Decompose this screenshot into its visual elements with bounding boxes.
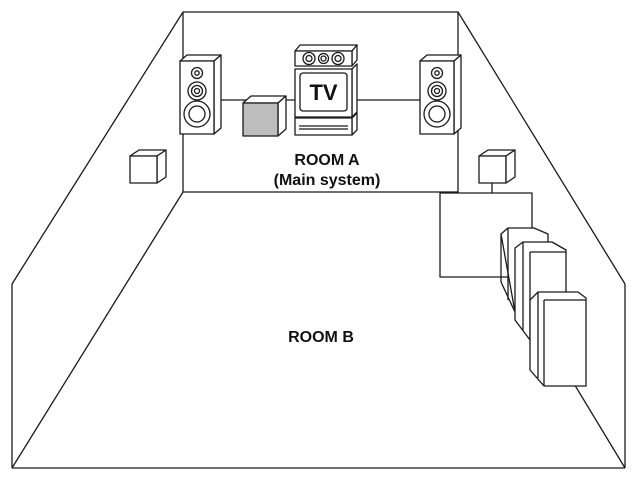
left-floor-edge [11,191,184,469]
right-upper-edge [457,11,626,285]
room-a-subtitle: (Main system) [274,172,381,189]
tv-label: TV [309,80,337,105]
left-upper-edge [11,11,184,285]
front-right-speaker-icon [419,54,462,135]
tv-stand-icon [294,112,358,136]
tv-icon: TV [294,63,358,118]
center-speaker-icon [294,44,358,67]
tv-screen [299,72,348,112]
surround-right-speaker-icon [478,149,516,184]
front-left-speaker-icon [179,54,222,135]
surround-left-speaker-icon [129,149,167,184]
room-a-title: ROOM A [294,152,360,169]
room-b-title: ROOM B [288,329,354,346]
subwoofer-icon [242,95,287,137]
room-b-speaker-stack-icon [500,227,587,387]
